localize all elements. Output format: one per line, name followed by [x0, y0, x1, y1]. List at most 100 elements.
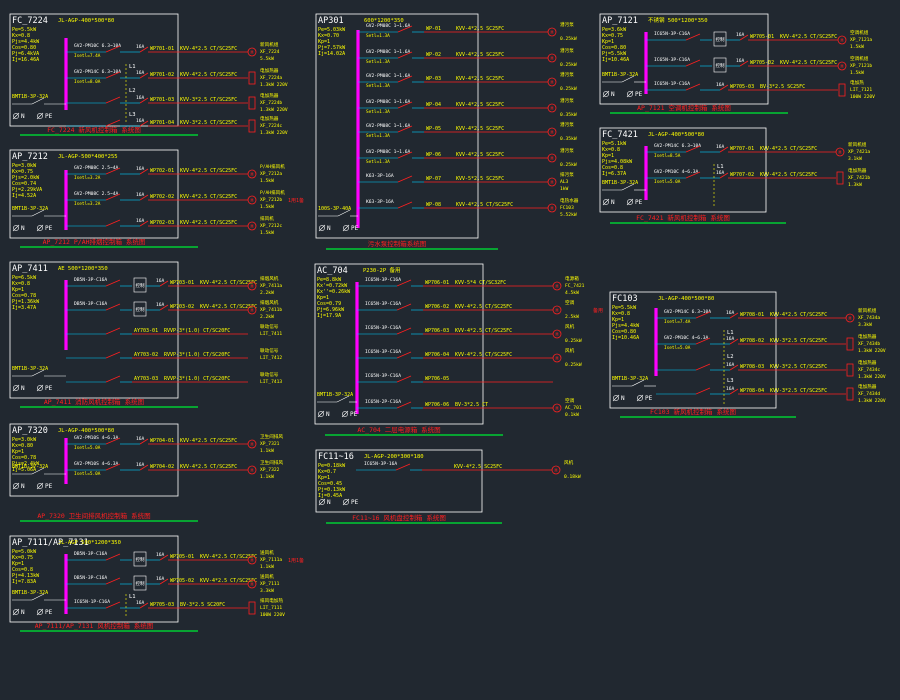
motor-icon-glyph: M: [251, 50, 254, 56]
param-line: Kp=1: [12, 449, 24, 455]
neutral-label: N: [611, 91, 615, 98]
cable-spec: KVV-4*2.5 CT/SC25FC: [760, 146, 817, 152]
setting-label: Isetl=7.4A: [74, 53, 101, 59]
protective-device-label: IC65N-3P-C16A: [365, 277, 401, 283]
panel-id: AP_7111/AP_7131: [12, 538, 89, 548]
neutral-symbol: [13, 609, 19, 615]
feeder-id: WP701-04: [150, 120, 174, 126]
panel-spec: JL-AGP 500*1200*350: [58, 540, 121, 546]
contactor-symbol: [739, 60, 749, 67]
param-line: Kx=0.8: [12, 281, 30, 287]
feeder-id: WP-03: [426, 76, 441, 82]
contactor-symbol: [139, 72, 149, 79]
equipment-name: 风机: [565, 323, 575, 330]
param-line: Kp=1: [318, 39, 330, 45]
cable-spec: KVV-4*2.5 CT/SC25FC: [180, 194, 237, 200]
equipment-load: 1.1kW: [260, 474, 274, 480]
inlet-switch: [31, 209, 45, 217]
protective-device-label: K63-3P-16A: [366, 199, 394, 205]
equipment-load: 0.25kW: [565, 362, 582, 368]
phase-label: L3: [727, 378, 734, 384]
cable-spec: KVV-4*2.5 CT/SC25FC: [780, 60, 837, 66]
phase-label: L1: [129, 64, 136, 70]
neutral-symbol: [13, 483, 19, 489]
feeder-id: WP705-01: [750, 34, 774, 40]
panel-frame: [9, 149, 179, 239]
cable-spec: KVV-4*2.5 SC25FC: [456, 102, 504, 108]
motor-icon-glyph: M: [556, 406, 559, 412]
equipment-name: 风机: [565, 347, 575, 354]
equipment-tag: XP_7121b: [850, 63, 872, 69]
breaker-symbol: [396, 401, 412, 409]
cable-spec: KVV-3*2.5 CT/SC25FC: [770, 388, 827, 394]
phase-label: L2: [129, 88, 136, 94]
equipment-load: 1.1kW: [260, 448, 274, 454]
equipment-load: 1.3kW 220V: [858, 348, 886, 354]
panel-spec: AE 500*1200*350: [58, 266, 108, 272]
contactor-label: 16A: [716, 144, 725, 150]
motor-icon-glyph: M: [551, 206, 554, 212]
pe-symbol: [37, 113, 43, 119]
equipment-name: 风机: [564, 459, 574, 466]
motor-icon: [247, 281, 257, 291]
panel-frame: [314, 263, 484, 425]
protective-device-label: GV2-PM08C 1~1.6A: [366, 149, 410, 155]
param-line: Kx=0.80: [12, 443, 33, 449]
panel-footer-title: FC_7421 新风机控制箱 系统图: [636, 213, 730, 222]
equipment-tag: XP_7212a: [260, 171, 282, 177]
equipment-tag: LIT_7412: [260, 355, 282, 361]
equipment-name: 潜污泵: [560, 121, 574, 128]
equipment-load: 1.5kW: [850, 44, 864, 50]
feeder-id: WP701-03: [150, 97, 174, 103]
panel-id: FC11~16: [318, 452, 354, 462]
contactor-symbol: [139, 46, 149, 53]
inlet-breaker-label: BMT1B-3P-32A: [602, 180, 638, 186]
protective-device-label: IC65N-3P-C16A: [365, 325, 401, 331]
pe-slash: [36, 482, 44, 490]
motor-icon-glyph: M: [841, 64, 844, 70]
param-line: Cos=0.78: [12, 455, 36, 461]
motor-icon-glyph: M: [555, 468, 558, 474]
contactor-label: 16A: [726, 336, 735, 342]
feeder-id: WP705-03: [730, 84, 754, 90]
motor-icon: [547, 53, 557, 63]
contactor-symbol: [159, 578, 169, 585]
equipment-load: 0.35kW: [560, 112, 577, 118]
motor-icon: [247, 439, 257, 449]
inlet-switch: [621, 183, 635, 191]
pe-label: PE: [645, 395, 653, 402]
setting-label: Setl=1.3A: [366, 59, 390, 65]
protective-device-label: GV2-PM08C 2.5~4A: [74, 165, 118, 171]
feeder-id: WP-06: [426, 152, 441, 158]
equipment-name: 电加热器: [858, 359, 877, 366]
cable-spec: KVV-5*2.5 SC25FC: [456, 176, 504, 182]
equipment-load: 1.3kW 220V: [858, 374, 886, 380]
pe-label: PE: [45, 609, 53, 616]
protective-device-label: DB5N-3P-C16A: [74, 277, 107, 283]
panel-spec: P230-2P 备用: [363, 266, 401, 274]
neutral-label: N: [621, 395, 625, 402]
equipment-tag: XP_7411a: [260, 283, 282, 289]
equipment-tag: XF_7224: [260, 49, 280, 55]
cable-spec: KVV-4*2.5 SC25FC: [456, 52, 504, 58]
cable-spec: KVV-3*2.5 CT/SC25FC: [770, 338, 827, 344]
setting-label: Isetl=7.4A: [664, 319, 691, 325]
protective-device-label: GV2-PM08C 1~1.6A: [366, 123, 410, 129]
contactor-symbol: [729, 312, 739, 319]
breaker-symbol: [685, 145, 701, 153]
breaker-symbol: [395, 463, 411, 471]
panel-id: AP_7121: [602, 16, 638, 26]
contactor-label: 16A: [136, 600, 145, 606]
panel-frame: [599, 127, 767, 213]
panel-spec: JL-AGP-200*300*180: [364, 454, 424, 460]
panel-spec: 600*1200*350: [364, 18, 404, 24]
contactor-label: 16A: [726, 386, 735, 392]
panel-id: AP301: [318, 16, 344, 26]
param-line: Pjs=2.0kW: [12, 175, 40, 181]
